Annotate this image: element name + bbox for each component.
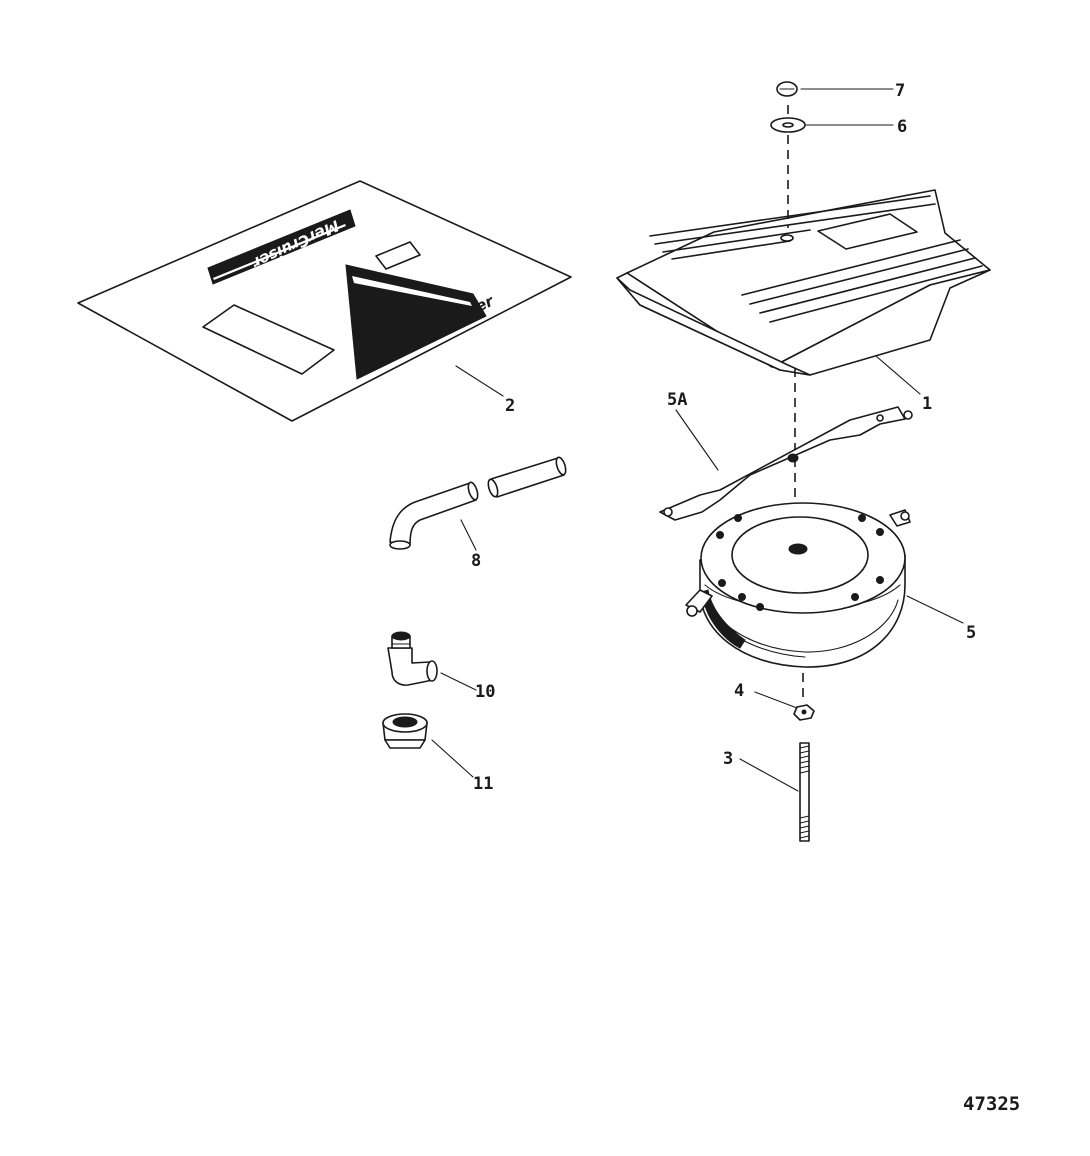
callout-7: 7: [895, 81, 905, 101]
callout-5a: 5A: [667, 390, 687, 410]
callout-8: 8: [471, 551, 481, 571]
figure-number: 47325: [963, 1093, 1020, 1115]
flame-arrestor-part: [685, 502, 911, 668]
callout-6: 6: [897, 117, 907, 137]
callout-10: 10: [475, 682, 495, 702]
cover-center-pad: [817, 213, 918, 250]
callout-3: 3: [723, 749, 733, 769]
stud-threads: [799, 745, 810, 839]
cover-ribs: [649, 195, 983, 323]
cover-part: [616, 189, 991, 376]
hose-part: [389, 456, 567, 550]
bracket-part: [659, 406, 913, 521]
decal-large-window: [202, 304, 335, 375]
elbow-fitting-part: [387, 631, 438, 686]
callout-11: 11: [473, 774, 493, 794]
flange-holes: [716, 514, 884, 611]
callout-4: 4: [734, 681, 744, 701]
callout-1: 1: [922, 394, 932, 414]
leader-lines: [431, 88, 964, 792]
washer-part: [770, 117, 806, 133]
nut-part: [793, 704, 815, 721]
decal-small-window: [375, 241, 421, 270]
decal-sheet-part: MerCruiser MerCruiser: [77, 180, 572, 422]
callout-2: 2: [505, 396, 515, 416]
decal-upper-stripe: [207, 209, 356, 285]
wing-nut-part: [776, 81, 798, 97]
decal-lower-stripe: [345, 264, 487, 380]
cover-stud-hole: [780, 234, 794, 242]
callout-5: 5: [966, 623, 976, 643]
cap-part: [382, 713, 428, 749]
stud-part: [799, 742, 810, 842]
